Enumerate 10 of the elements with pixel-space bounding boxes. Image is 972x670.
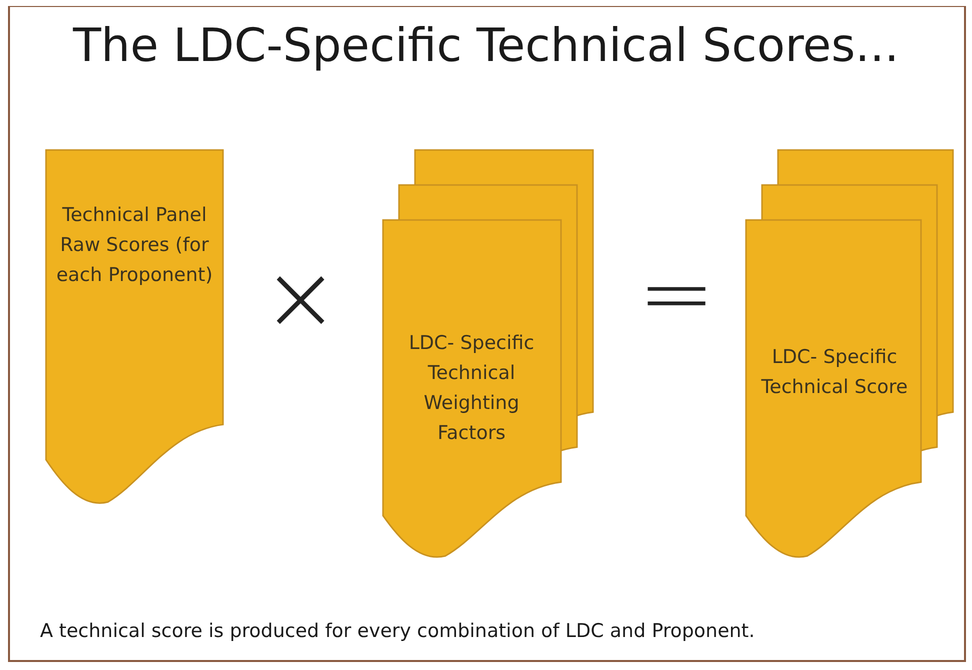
- document-shape: [46, 150, 223, 502]
- caption: A technical score is produced for every combination of LDC and Proponent.: [40, 620, 755, 642]
- equals-sign: =: [638, 248, 716, 340]
- node-text: LDC- Specific Technical Weighting Factors: [408, 331, 536, 446]
- node-text: LDC- Specific Technical Score: [760, 345, 909, 400]
- node-text: Technical Panel Raw Scores (for each Proponent): [56, 203, 213, 288]
- title: The LDC-Specific Technical Scores...: [72, 18, 900, 72]
- multiply-sign: ×: [262, 252, 340, 344]
- document-stack: [746, 150, 953, 556]
- document-stack: [383, 150, 593, 556]
